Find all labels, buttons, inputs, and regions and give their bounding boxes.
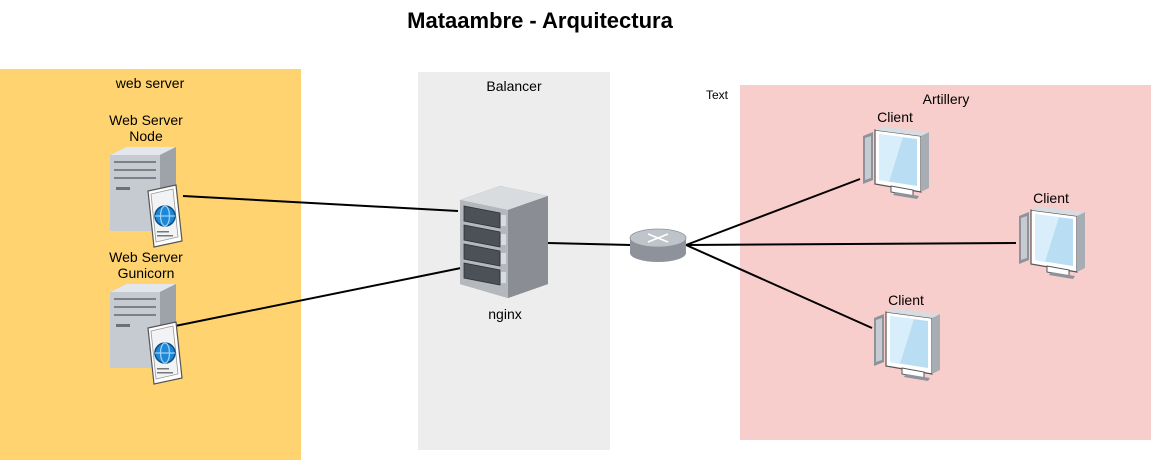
client-3-label: Client <box>888 292 924 308</box>
link-router-to-client-1 <box>685 178 861 246</box>
web-server-zone <box>0 69 301 460</box>
link-nginx-to-router <box>547 242 632 246</box>
nginx-label: nginx <box>488 306 521 322</box>
client-2-label: Client <box>1033 190 1069 206</box>
server-node-label-line2: Node <box>129 128 163 144</box>
server-gunicorn-label-line2: Gunicorn <box>118 265 175 281</box>
link-router-to-client-2 <box>685 242 1017 246</box>
link-gunicorn-to-nginx <box>174 267 462 327</box>
server-node-label-line1: Web Server <box>109 112 183 128</box>
server-gunicorn-label-line1: Web Server <box>109 249 183 265</box>
connections <box>174 178 1017 329</box>
artillery-zone <box>740 85 1151 440</box>
router-icon <box>629 228 687 263</box>
diagram-title: Mataambre - Arquitectura <box>407 8 673 33</box>
balancer-zone-label: Balancer <box>486 78 542 94</box>
rack-server-icon <box>459 185 549 299</box>
link-node-to-nginx <box>182 195 459 212</box>
floating-text-label: Text <box>706 88 729 102</box>
web-server-zone-label: web server <box>115 75 185 91</box>
client-1-label: Client <box>877 109 913 125</box>
artillery-zone-label: Artillery <box>923 91 970 107</box>
link-router-to-client-3 <box>685 244 873 329</box>
